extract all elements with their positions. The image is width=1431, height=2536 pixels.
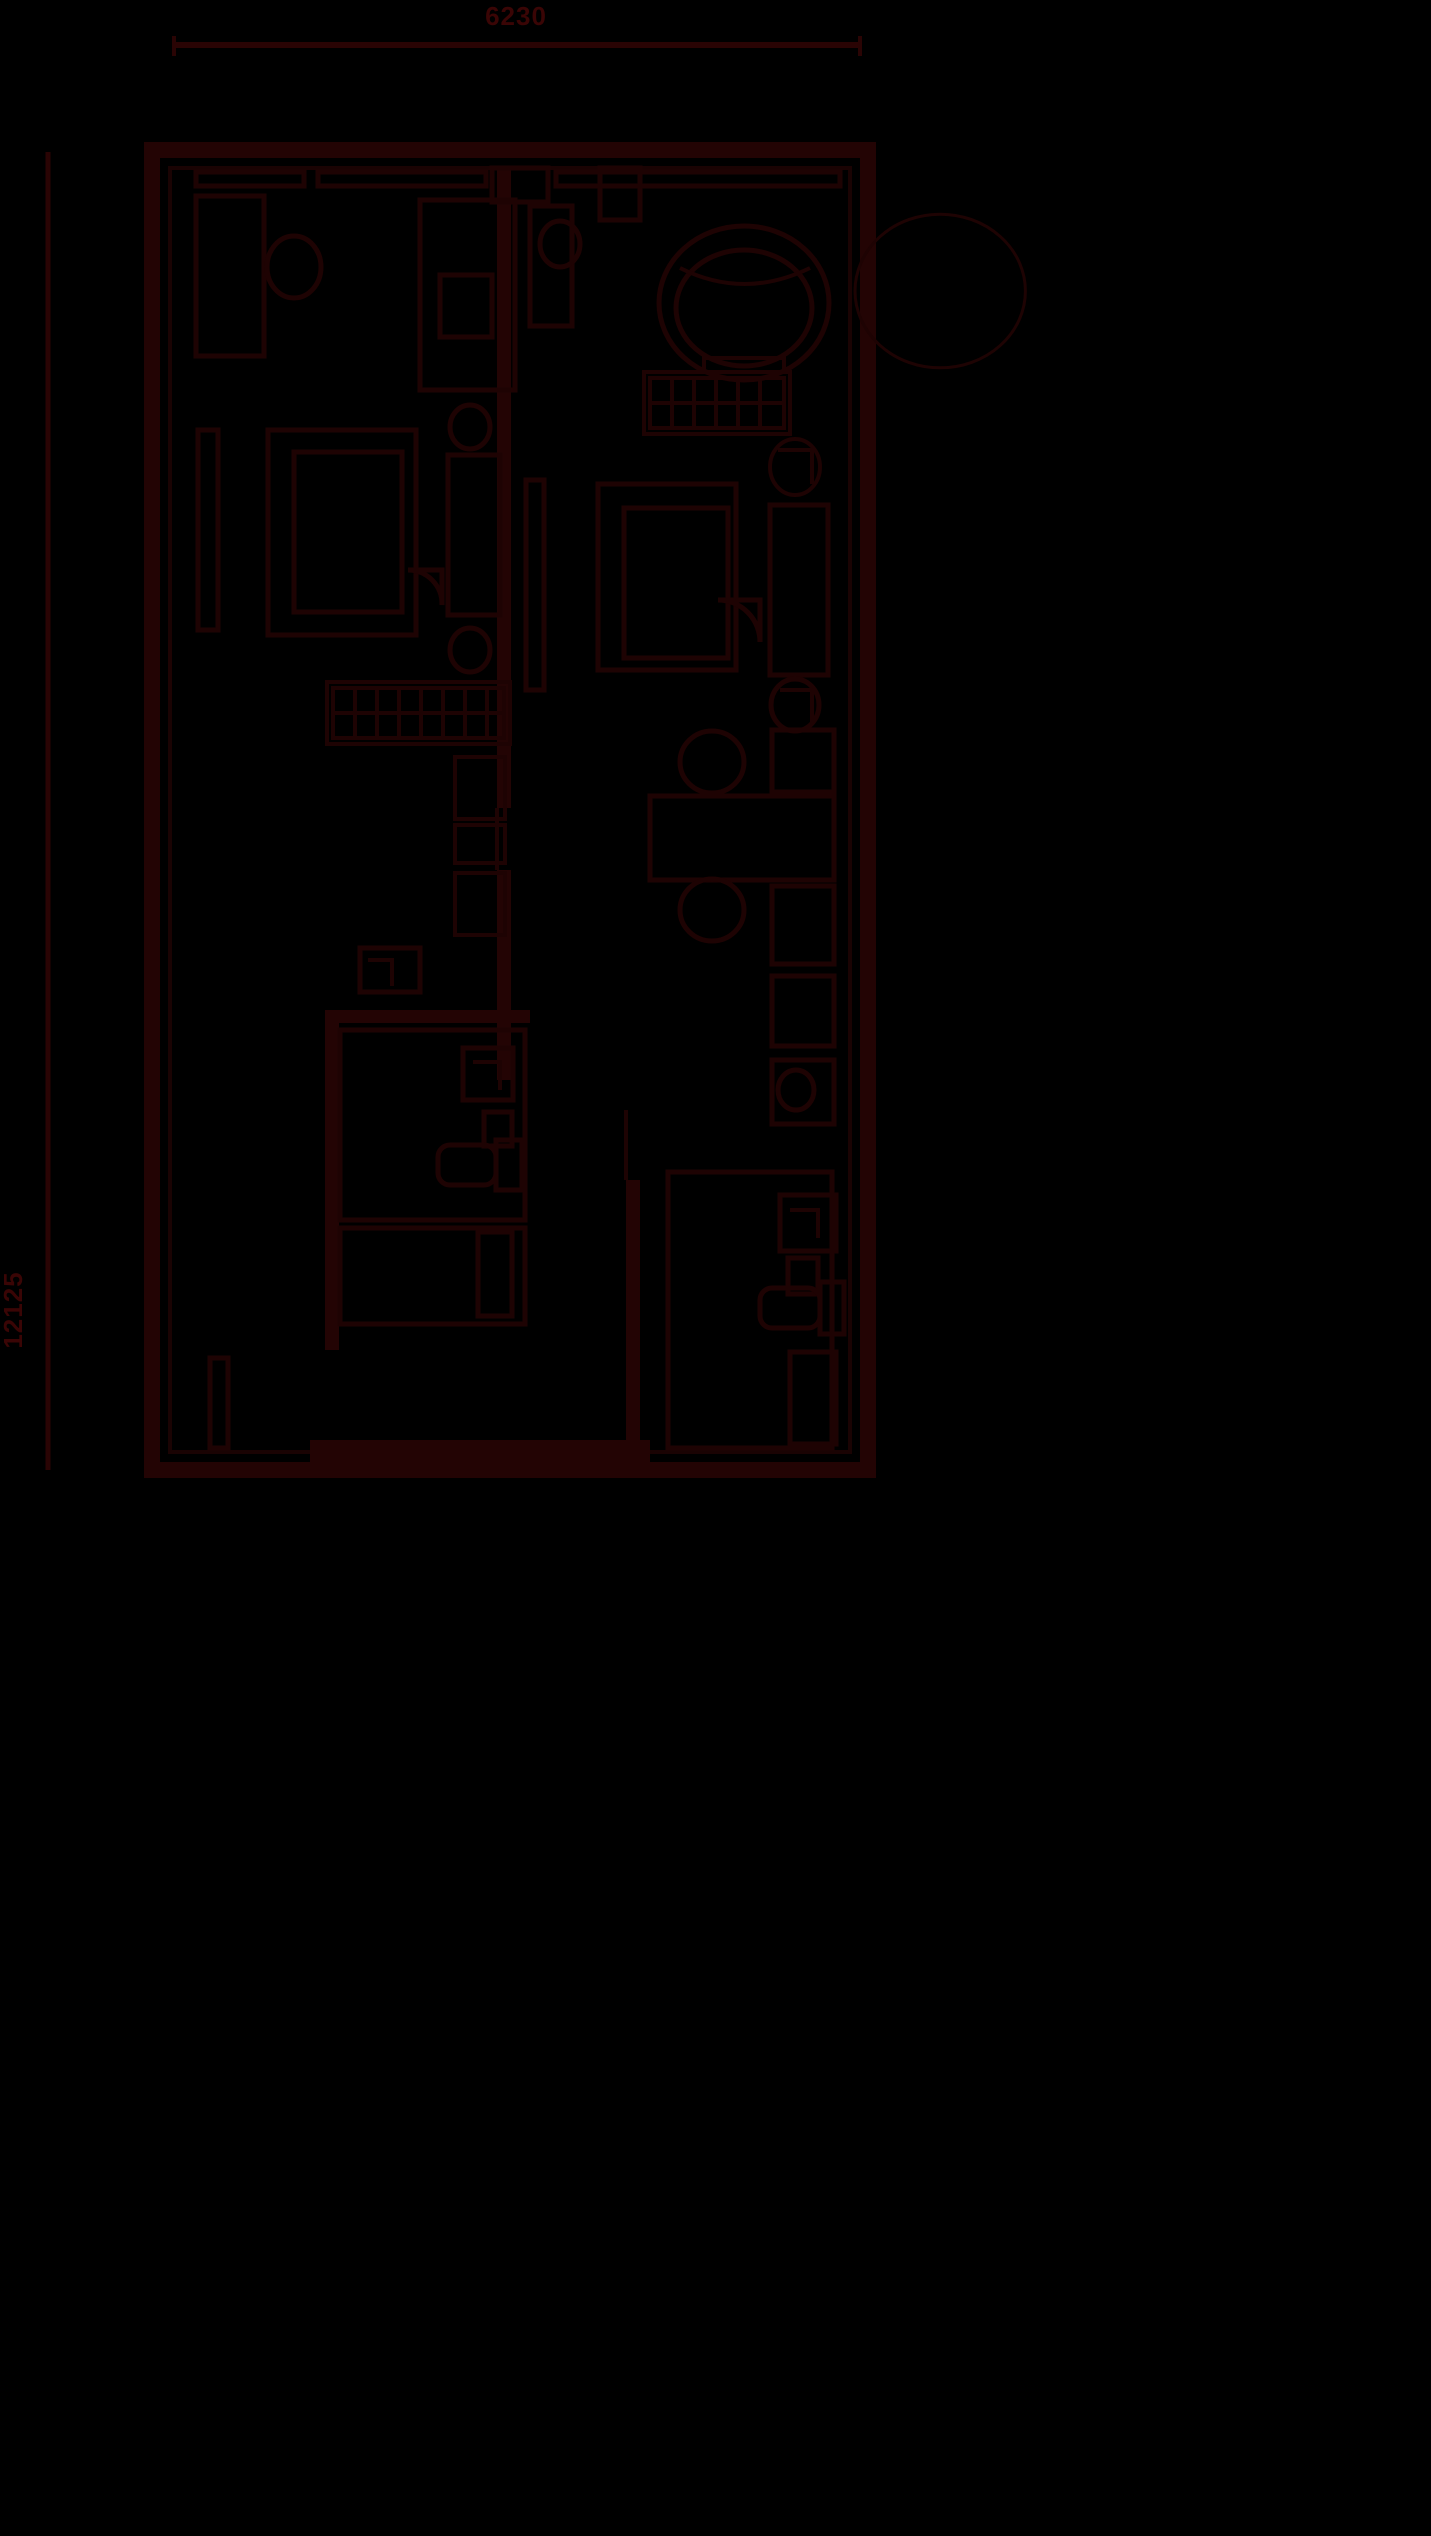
building-envelope <box>144 142 876 1478</box>
sofa-left-cushions <box>291 449 405 615</box>
bed-right-mid <box>647 793 837 883</box>
nightstand-round-right-a <box>677 728 747 796</box>
party-wall-upper <box>497 168 511 808</box>
balcony-left-slab <box>310 1440 650 1462</box>
kitchen-left-counter <box>325 680 512 746</box>
utility-left-box <box>357 945 423 995</box>
kitchen-left-cabinet-dividers <box>333 688 504 738</box>
shower-tray-left <box>460 1045 516 1103</box>
door-swing-right-living <box>717 597 763 643</box>
utility-left-detail <box>368 958 394 986</box>
balcony-left-rail <box>207 1355 231 1451</box>
bathroom-left-niche <box>475 1229 515 1319</box>
kitchen-right-group <box>642 370 822 497</box>
left-dimension-label: 12125 <box>0 1271 28 1348</box>
interior-wall-left-lower <box>325 1010 339 1350</box>
shower-tray-right <box>777 1192 839 1254</box>
bathtub-left <box>337 1027 528 1223</box>
nightstand-left-north <box>437 272 495 340</box>
left-unit-living <box>265 402 547 693</box>
basin-right <box>785 1255 821 1297</box>
kitchen-right-counter <box>642 370 792 436</box>
door-knob-left-hall-icon <box>537 218 583 270</box>
sofa-right <box>595 481 739 673</box>
bathroom-right-outline <box>665 1169 835 1451</box>
nightstand-right-b <box>769 883 837 967</box>
kitchen-right-sink-detail <box>778 448 814 484</box>
wardrobe-right-mid <box>769 973 837 1049</box>
pillar-left-living <box>523 477 547 693</box>
shower-drain-right <box>790 1208 820 1238</box>
armchair-left-north <box>264 233 324 301</box>
nightstand-right-a <box>769 727 837 795</box>
sofa-right-cushions <box>621 505 731 661</box>
entry-door-left <box>489 165 551 205</box>
nightstand-round-right-b <box>677 876 747 944</box>
kitchen-left-group <box>325 680 512 937</box>
lamp-left-living-b-icon <box>447 625 493 675</box>
left-unit-hall <box>195 165 583 633</box>
balcony-left-south <box>207 1355 650 1462</box>
toilet-right-cistern <box>817 1279 847 1337</box>
toilet-left-cistern <box>493 1137 525 1193</box>
right-unit-bedroom-mid <box>647 727 837 1127</box>
wardrobe-right-mid-b <box>769 1057 837 1127</box>
lamp-left-living-icon <box>447 402 493 452</box>
fixture-right-mid-icon <box>775 1067 817 1113</box>
toilet-right-group <box>757 1279 847 1337</box>
side-cabinet-right <box>767 502 831 678</box>
party-wall-lower <box>626 1180 640 1470</box>
appliance-left-c <box>453 871 507 937</box>
dining-chair-back-top <box>679 266 811 286</box>
bathroom-left-floor-panel <box>337 1225 528 1327</box>
bathroom-left-group <box>337 1027 528 1327</box>
top-dimension-group: 6230 <box>172 1 862 56</box>
door-swing-left-living <box>407 567 445 606</box>
shower-drain-left <box>473 1060 502 1090</box>
bed-left-north <box>417 197 518 393</box>
right-unit-living <box>595 481 831 734</box>
window-right-north <box>553 169 843 189</box>
window-left-north-b <box>315 169 489 189</box>
sofa-left <box>265 427 419 638</box>
appliance-left-b <box>453 823 507 865</box>
toilet-left-group <box>435 1137 525 1193</box>
radiator-left <box>195 427 221 633</box>
lamp-right-detail <box>780 688 814 722</box>
left-dimension-group: 12125 <box>0 152 51 1470</box>
exterior-wall-outline <box>144 142 876 1478</box>
right-entry-recess <box>597 165 643 223</box>
appliance-left-a <box>453 755 507 821</box>
top-dimension-label: 6230 <box>485 1 547 31</box>
door-openings-group <box>168 640 628 1180</box>
closet-left-hall <box>527 203 575 329</box>
kitchen-right-cabinet-dividers <box>650 378 784 428</box>
window-left-north-a <box>193 169 307 189</box>
wardrobe-left-north <box>193 193 267 359</box>
left-unit-north <box>193 169 518 393</box>
utility-left-group <box>357 945 423 995</box>
side-table-left <box>445 452 503 618</box>
round-dining-table <box>853 212 1027 370</box>
bathroom-right-niche <box>787 1349 839 1447</box>
round-dining-table-inner <box>673 247 815 369</box>
bathroom-right-group <box>665 1169 847 1451</box>
interior-wall-left-lower-top <box>325 1010 530 1023</box>
kitchen-right-sink-icon <box>768 437 822 497</box>
